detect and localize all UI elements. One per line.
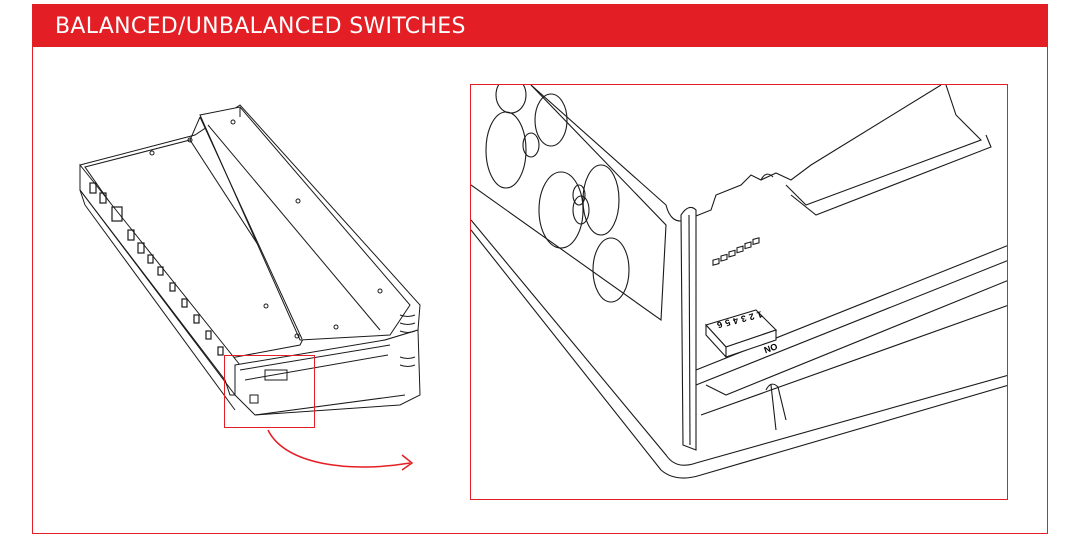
detail-view-box: 6 5 4 3 2 1 ON [470,84,1008,500]
zoom-highlight-box [224,355,315,428]
detail-illustration: 6 5 4 3 2 1 ON [471,85,1007,479]
header-bar: BALANCED/UNBALANCED SWITCHES [33,5,1047,47]
section-title: BALANCED/UNBALANCED SWITCHES [55,14,466,39]
dip-on-label: ON [763,341,779,355]
dip-position-label: 3 [740,313,748,324]
dip-switch-labels: 6 5 4 3 2 1 ON [716,309,779,355]
section-frame: BALANCED/UNBALANCED SWITCHES [32,4,1048,534]
curved-arrow-icon [267,429,414,471]
dip-position-label: 6 [716,319,724,330]
dip-position-label: 2 [748,311,756,322]
amplifier-illustration [79,104,421,416]
dip-position-label: 4 [732,315,740,326]
dip-position-label: 5 [724,317,732,328]
dip-position-label: 1 [756,309,764,320]
